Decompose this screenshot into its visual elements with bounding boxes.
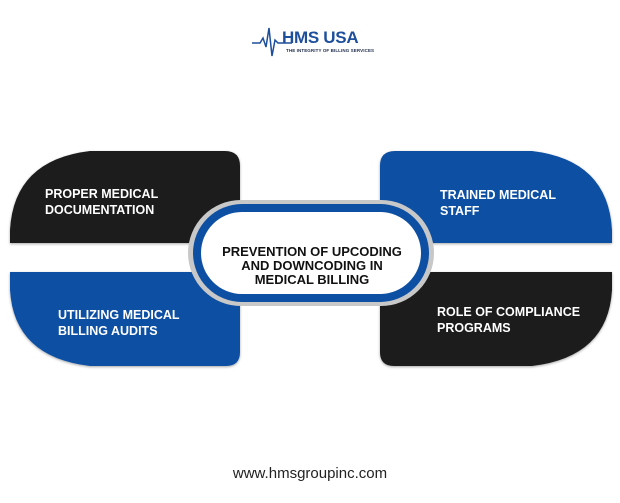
block-bottom-left-label: UTILIZING MEDICAL BILLING AUDITS — [58, 308, 180, 338]
center-title: PREVENTION OF UPCODING AND DOWNCODING IN… — [222, 244, 402, 287]
block-top-right-label: TRAINED MEDICAL STAFF — [440, 188, 556, 218]
block-bottom-right-shape — [380, 272, 612, 366]
logo-tagline: THE INTEGRITY OF BILLING SERVICES — [286, 48, 375, 53]
block-top-left-label: PROPER MEDICAL DOCUMENTATION — [45, 187, 159, 217]
heartbeat-line-icon — [252, 27, 292, 57]
block-bottom-left-shape — [10, 272, 240, 366]
block-bottom-right-label: ROLE OF COMPLIANCE PROGRAMS — [437, 305, 581, 335]
logo: HMS USA THE INTEGRITY OF BILLING SERVICE… — [252, 26, 374, 60]
footer-url: www.hmsgroupinc.com — [232, 465, 388, 482]
block-top-left-shape — [10, 151, 240, 243]
logo-title: HMS USA — [282, 28, 359, 47]
block-top-right-shape — [380, 151, 612, 243]
